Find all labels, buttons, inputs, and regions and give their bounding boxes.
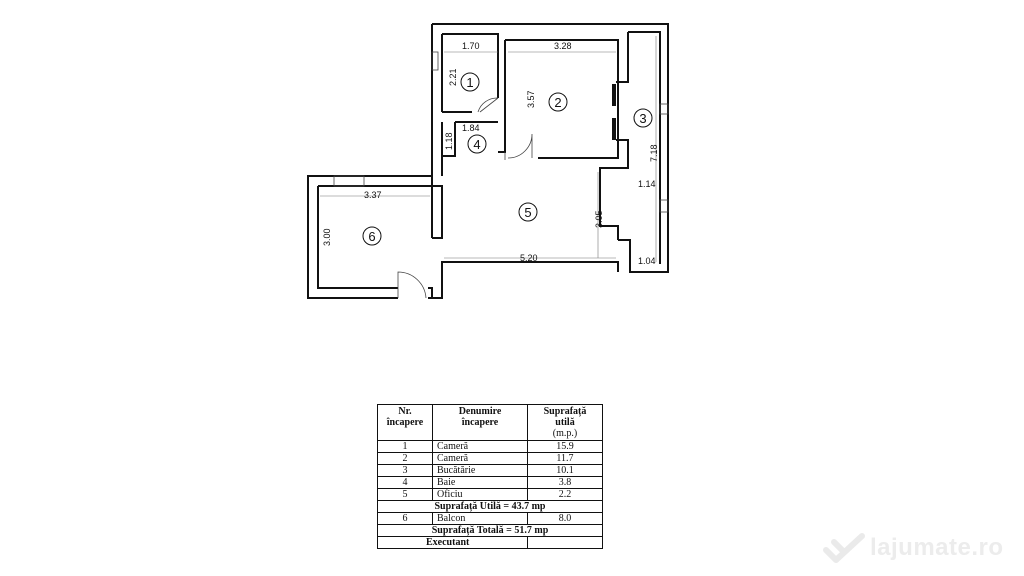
room-4-wall <box>442 33 499 113</box>
door-room-2 <box>504 133 533 160</box>
dim-label: 1.14 <box>638 179 656 189</box>
table-row: 3 Bucătărie 10.1 <box>377 464 603 477</box>
header-name-line-1: Denumire <box>458 406 502 417</box>
cell-area: 11.7 <box>527 452 603 465</box>
dim-label: 1.18 <box>444 132 454 150</box>
table-row: 4 Baie 3.8 <box>377 476 603 489</box>
header-nr-line-2: încapere <box>386 417 424 428</box>
signature-row: Executant <box>377 536 603 549</box>
balcony-wall <box>599 31 661 264</box>
table-row: 1 Cameră 15.9 <box>377 440 603 453</box>
room-number: 1 <box>466 75 473 90</box>
header-nr: Nr. încapere <box>377 404 433 441</box>
header-name: Denumire încapere <box>432 404 528 441</box>
cell-name: Oficiu <box>432 488 528 501</box>
room-number: 3 <box>639 111 646 126</box>
usable-total: Suprafață Utilă = 43.7 mp <box>377 500 603 513</box>
table-header-row: Nr. încapere Denumire încapere Suprafață… <box>377 404 603 441</box>
window-balcony-1 <box>659 103 669 115</box>
grand-total-row: Suprafață Totală = 51.7 mp <box>377 524 603 537</box>
dim-label: 7.18 <box>649 144 659 162</box>
cell-nr: 2 <box>377 452 433 465</box>
dim-label: 3.05 <box>594 210 604 228</box>
cell-nr: 3 <box>377 464 433 477</box>
window-balcony-2 <box>659 199 669 213</box>
dim-label: 1.04 <box>638 256 656 266</box>
room-number: 4 <box>473 137 480 152</box>
cell-name: Balcon <box>432 512 528 525</box>
door-entrance <box>397 271 427 299</box>
header-area-unit: (m.p.) <box>552 428 578 439</box>
dim-label: 3.00 <box>322 228 332 246</box>
watermark-logo-icon <box>823 533 865 563</box>
outer-wall <box>307 23 669 299</box>
window-room-2-top <box>612 84 616 106</box>
cell-nr: 4 <box>377 476 433 489</box>
cell-area: 8.0 <box>527 512 603 525</box>
usable-total-row: Suprafață Utilă = 43.7 mp <box>377 500 603 513</box>
cell-nr: 6 <box>377 512 433 525</box>
cell-area: 15.9 <box>527 440 603 453</box>
window-left-wall <box>431 51 439 71</box>
dim-label: 1.84 <box>462 123 480 133</box>
cell-name: Baie <box>432 476 528 489</box>
dim-label: 5.20 <box>520 253 538 263</box>
cell-name: Bucătărie <box>432 464 528 477</box>
room-marker-5: 4 <box>467 134 487 154</box>
dim-label: 3.28 <box>554 41 572 51</box>
dim-label: 3.37 <box>364 190 382 200</box>
watermark: lajumate.ro <box>820 530 1020 570</box>
floor-plan: 1.70 3.28 2.21 3.57 1.84 1.18 7.18 1.14 … <box>307 23 669 299</box>
header-area-line-1: Suprafață <box>543 406 587 417</box>
cell-area: 2.2 <box>527 488 603 501</box>
room-marker-3: 6 <box>362 226 382 246</box>
cell-area: 3.8 <box>527 476 603 489</box>
door-room-4 <box>477 97 499 113</box>
cell-name: Cameră <box>432 452 528 465</box>
header-name-line-2: încapere <box>461 417 499 428</box>
room-marker-2: 2 <box>548 92 568 112</box>
dim-label: 3.57 <box>526 90 536 108</box>
header-area-line-2: utilă <box>555 417 575 428</box>
room-number: 6 <box>368 229 375 244</box>
cell-nr: 5 <box>377 488 433 501</box>
outer-wall-inner-line <box>317 34 443 298</box>
room-number: 2 <box>554 95 561 110</box>
window-top <box>333 175 365 187</box>
room-5-wall <box>442 121 498 157</box>
room-marker-1: 5 <box>518 202 538 222</box>
balcony-row: 6 Balcon 8.0 <box>377 512 603 525</box>
header-nr-line-1: Nr. <box>398 406 412 417</box>
room-marker-6: 3 <box>633 108 653 128</box>
grand-total: Suprafață Totală = 51.7 mp <box>377 524 603 537</box>
room-number: 5 <box>524 205 531 220</box>
room-area-table: Nr. încapere Denumire încapere Suprafață… <box>377 404 603 549</box>
dim-label: 1.70 <box>462 41 480 51</box>
cell-area: 10.1 <box>527 464 603 477</box>
cell-nr: 1 <box>377 440 433 453</box>
signature-label: Executant <box>377 536 528 549</box>
cell-name: Cameră <box>432 440 528 453</box>
watermark-text: lajumate.ro <box>870 534 1004 561</box>
room-marker-4: 1 <box>460 72 480 92</box>
header-area: Suprafață utilă (m.p.) <box>527 404 603 441</box>
signature-cell <box>527 536 603 549</box>
window-room-2-bottom <box>612 118 616 140</box>
table-row: 2 Cameră 11.7 <box>377 452 603 465</box>
table-row: 5 Oficiu 2.2 <box>377 488 603 501</box>
dim-label: 2.21 <box>448 68 458 86</box>
